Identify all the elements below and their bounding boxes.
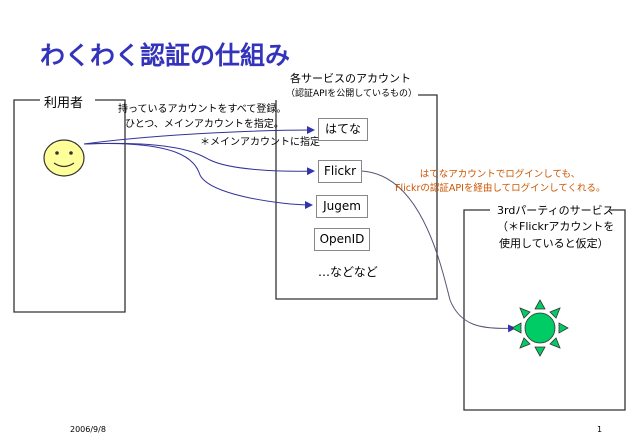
- accounts-box-label: 各サービスのアカウント: [290, 72, 411, 85]
- accounts-box: [275, 94, 438, 300]
- user-note-line1: 持っているアカウントをすべて登録。: [118, 104, 287, 115]
- footer-date: 2006/9/8: [70, 425, 106, 434]
- service-openid: OpenID: [314, 228, 370, 251]
- sun-icon: [511, 299, 569, 357]
- accounts-box-sublabel: （認証APIを公開しているもの）: [286, 86, 417, 99]
- page-title: わくわく認証の仕組み: [40, 41, 291, 70]
- footer-page: 1: [597, 425, 603, 434]
- service-hatena: はてな: [318, 118, 368, 141]
- third-party-sub1: （＊Flickrアカウントを: [497, 220, 615, 233]
- user-note-line2: ひとつ、メインアカウントを指定。: [125, 119, 284, 130]
- arrow-to-flickr: [83, 142, 315, 176]
- smiley-icon: [43, 139, 85, 177]
- service-jugem: Jugem: [316, 195, 368, 218]
- third-party-sub2: 使用していると仮定）: [499, 237, 609, 250]
- service-flickr: Flickr: [318, 160, 362, 183]
- user-box: [13, 99, 126, 313]
- arrow-to-hatena: [83, 126, 315, 145]
- main-account-note: ＊メインアカウントに指定: [200, 137, 320, 148]
- arrow-flickr-to-sun: [361, 170, 516, 333]
- user-box-label: 利用者: [44, 96, 84, 111]
- arrow-to-jugem: [83, 142, 313, 209]
- third-party-label: 3rdパーティのサービス: [497, 204, 614, 217]
- callout-line2: Flickrの認証APIを経由してログインしてくれる。: [395, 183, 606, 194]
- callout-line1: はてなアカウントでログインしても、: [419, 169, 581, 180]
- third-party-box: [463, 209, 626, 411]
- services-etc: …などなど: [318, 265, 378, 279]
